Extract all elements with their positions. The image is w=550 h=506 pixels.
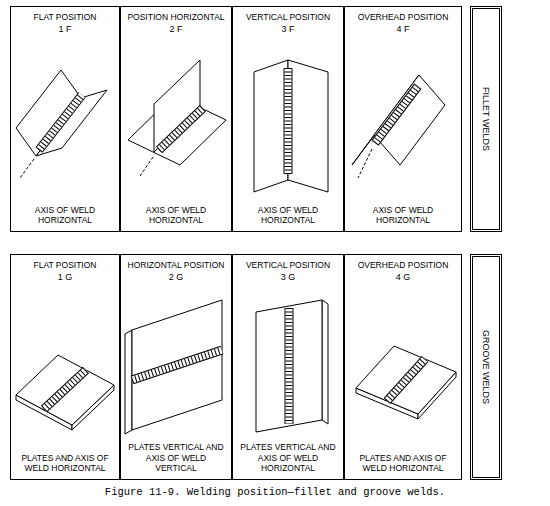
position-name: FLAT POSITION [14,260,116,271]
weld-bead [44,370,86,409]
position-code: 1 F [14,24,116,35]
plate-outline [16,70,81,156]
weld-bead [39,95,82,150]
weld-type-label-box: GROOVE WELDS [470,254,502,480]
position-code: 2 G [124,272,228,283]
weld-bead [285,68,292,174]
weld-bead [375,86,418,143]
weld-bead [286,308,293,424]
position-code: 1 G [14,272,116,283]
position-panel: POSITION HORIZONTAL2 F AXIS OF WELD HORIZ… [120,6,232,232]
plate-outline [36,90,107,156]
flat-fillet-joint [16,70,107,178]
figure-caption: Figure 11-9. Welding position—fillet and… [0,486,550,500]
overhead-groove-joint [356,346,456,419]
weld-axis-line [20,159,34,178]
weld-bead [39,95,82,150]
flat-groove-joint [16,355,114,430]
position-code: 2 F [124,24,228,35]
position-note: AXIS OF WELD HORIZONTAL [236,205,340,226]
plate-outline [374,75,445,165]
vertical-groove-joint [256,300,328,432]
position-note: AXIS OF WELD HORIZONTAL [348,205,458,226]
horizontal-fillet-joint [128,60,226,176]
weld-bead [159,108,203,150]
weld-bead [39,95,82,150]
position-note: AXIS OF WELD HORIZONTAL [14,205,116,226]
position-note: PLATES AND AXIS OF WELD HORIZONTAL [348,453,458,474]
weld-type-label: FILLET WELDS [481,87,492,151]
position-code: 3 G [236,272,340,283]
position-panel: FLAT POSITION1 F AXIS OF WELD HORIZONTAL [10,6,120,232]
weld-bead [159,108,203,150]
weld-bead [285,308,294,424]
position-name: HORIZONTAL POSITION [124,260,228,271]
weld-bead [285,68,292,174]
position-name: FLAT POSITION [14,12,116,23]
vertical-fillet-joint [254,60,328,192]
weld-bead [375,86,418,143]
plate-outline [254,60,288,192]
weld-bead [387,359,425,401]
position-name: OVERHEAD POSITION [348,12,458,23]
horizontal-groove-joint [125,300,222,434]
weld-bead [375,86,418,143]
weld-axis-line [140,157,153,176]
weld-bead [132,350,222,380]
weld-bead [44,370,86,409]
weld-bead [132,350,222,380]
position-panel: VERTICAL POSITION3 F AXIS OF WELD HORIZON… [232,6,344,232]
position-code: 4 F [348,24,458,35]
weld-type-label: GROOVE WELDS [481,330,492,404]
plate-outline [125,330,132,434]
plate-outline [256,300,322,432]
overhead-fillet-joint [352,75,445,178]
position-name: OVERHEAD POSITION [348,260,458,271]
position-name: VERTICAL POSITION [236,260,340,271]
weld-type-label-box: FILLET WELDS [470,6,502,232]
position-code: 4 G [348,272,458,283]
position-panel: OVERHEAD POSITION4 F AXIS OF WELD HORIZON… [344,6,462,232]
weld-bead [44,370,86,409]
weld-bead [286,308,293,424]
plate-outline [132,300,222,430]
plate-outline [356,346,456,414]
plate-outline [288,60,328,192]
position-note: PLATES VERTICAL AND AXIS OF WELD VERTICA… [124,442,228,474]
position-panel: VERTICAL POSITION3 G PLATES VERTICAL AND … [232,254,344,480]
weld-bead [284,68,293,174]
position-note: PLATES VERTICAL AND AXIS OF WELD HORIZON… [236,442,340,474]
position-panel: HORIZONTAL POSITION2 G PLATES VERTICAL AN… [120,254,232,480]
position-note: PLATES AND AXIS OF WELD HORIZONTAL [14,453,116,474]
position-panel: OVERHEAD POSITION4 G PLATES AND AXIS OF W… [344,254,462,480]
weld-bead [159,108,203,150]
plate-outline [322,300,328,424]
weld-bead [387,359,425,401]
weld-axis-line [358,149,372,178]
position-code: 3 F [236,24,340,35]
plate-outline [16,355,114,425]
weld-bead [387,359,425,401]
position-name: VERTICAL POSITION [236,12,340,23]
position-note: AXIS OF WELD HORIZONTAL [124,205,228,226]
position-name: POSITION HORIZONTAL [124,12,228,23]
position-panel: FLAT POSITION1 G PLATES AND AXIS OF WELD … [10,254,120,480]
weld-bead [132,350,222,380]
